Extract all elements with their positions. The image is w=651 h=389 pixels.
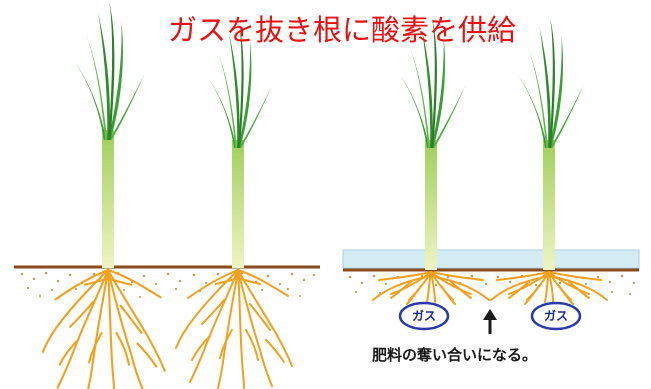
gas-bubble-2: ガス [530,301,582,331]
gas-label-1: ガス [412,308,436,323]
diagram-title: ガスを抜き根に酸素を供給 [168,13,517,47]
water-layer [342,249,640,269]
left-plant-1 [41,2,166,389]
left-plant-2 [175,23,293,389]
gas-bubble-1: ガス [398,301,450,331]
caption: 肥料の奪い合いになる。 [372,346,538,364]
up-arrow-icon [483,309,497,334]
right-plant-1 [372,18,490,305]
gas-label-2: ガス [544,308,568,323]
right-plant-2 [490,18,608,305]
